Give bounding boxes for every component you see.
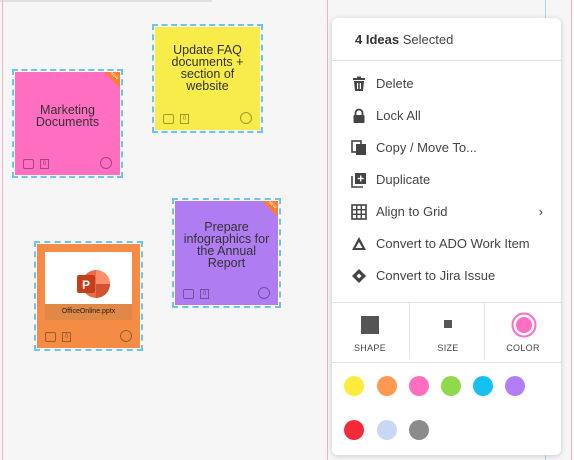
tool-divider [409, 303, 410, 359]
color-swatch-red[interactable] [344, 420, 364, 440]
duplicate-icon [351, 173, 366, 188]
sticky-note-infographics[interactable]: NEW Prepare infographics for the Annual … [172, 198, 281, 308]
comment-icon[interactable] [23, 159, 34, 169]
trash-icon [353, 76, 365, 91]
canvas-guide-line [571, 0, 572, 460]
sticky-note-faq[interactable]: Update FAQ documents + section of websit… [152, 24, 263, 133]
menu-item-copy-move[interactable]: Copy / Move To... [332, 132, 561, 164]
tool-divider [484, 303, 485, 359]
new-badge-label: NEW [267, 199, 278, 210]
selected-label: Selected [402, 32, 454, 47]
square-icon [361, 316, 379, 334]
check-circle-icon[interactable] [258, 287, 270, 299]
file-preview: P [45, 252, 132, 304]
menu-divider [332, 362, 561, 363]
size-tool-button[interactable]: SIZE [410, 303, 486, 359]
menu-item-lock-all[interactable]: Lock All [332, 100, 561, 132]
grid-icon [351, 204, 367, 220]
menu-item-label: Convert to ADO Work Item [376, 236, 530, 251]
comment-icon[interactable] [183, 289, 194, 299]
comment-count: 0 [40, 159, 49, 169]
color-swatch-gray[interactable] [409, 420, 429, 440]
ado-icon [352, 237, 366, 250]
new-badge-icon: NEW [262, 199, 278, 217]
color-swatch-purple[interactable] [505, 376, 525, 396]
file-name: OfficeOnline.pptx [45, 304, 132, 320]
tool-label: SIZE [437, 343, 459, 353]
color-swatch-light-blue[interactable] [377, 420, 397, 440]
shape-tool-button[interactable]: SHAPE [332, 303, 408, 359]
menu-item-label: Copy / Move To... [376, 140, 477, 155]
color-swatch-blue[interactable] [473, 376, 493, 396]
check-circle-icon[interactable] [100, 157, 112, 169]
menu-item-align-grid[interactable]: Align to Grid › [332, 196, 561, 228]
color-palette [332, 362, 561, 455]
new-badge-icon: NEW [104, 70, 120, 88]
color-swatch-orange[interactable] [377, 376, 397, 396]
comment-count: 0 [62, 332, 71, 342]
canvas-guide-line [327, 0, 328, 460]
menu-item-label: Convert to Jira Issue [376, 268, 496, 283]
color-tool-button[interactable]: COLOR [485, 303, 561, 359]
comment-count: 0 [200, 289, 209, 299]
menu-item-convert-ado[interactable]: Convert to ADO Work Item [332, 228, 561, 260]
comment-icon[interactable] [163, 114, 174, 124]
copy-icon [351, 140, 366, 155]
comment-count: 0 [180, 114, 189, 124]
menu-divider [332, 302, 561, 303]
chevron-right-icon: › [538, 204, 543, 219]
color-swatch-pink[interactable] [409, 376, 429, 396]
comment-icon[interactable] [45, 332, 56, 342]
menu-item-delete[interactable]: Delete [332, 68, 561, 100]
color-circle-icon [511, 312, 537, 338]
file-card-office[interactable]: P OfficeOnline.pptx 0 [34, 241, 143, 351]
tool-label: SHAPE [353, 343, 386, 353]
powerpoint-logo-icon: P [77, 270, 110, 298]
note-text: Marketing Documents [35, 103, 100, 129]
note-text: Update FAQ documents + section of websit… [171, 43, 244, 93]
jira-icon [352, 269, 366, 283]
lock-icon [353, 108, 365, 123]
menu-header: 4 Ideas Selected [355, 32, 453, 47]
tool-label: COLOR [506, 343, 540, 353]
menu-item-label: Delete [376, 76, 414, 91]
menu-item-convert-jira[interactable]: Convert to Jira Issue [332, 260, 561, 292]
menu-item-duplicate[interactable]: Duplicate [332, 164, 561, 196]
menu-divider [332, 60, 561, 61]
check-circle-icon[interactable] [240, 112, 252, 124]
top-divider [0, 0, 212, 2]
menu-item-label: Duplicate [376, 172, 431, 187]
color-swatch-green[interactable] [441, 376, 461, 396]
menu-item-label: Lock All [376, 108, 421, 123]
canvas-guide-line [2, 0, 3, 460]
check-circle-icon[interactable] [120, 330, 132, 342]
sticky-note-marketing[interactable]: NEW Marketing Documents 0 [12, 69, 123, 178]
menu-item-label: Align to Grid [376, 204, 448, 219]
small-square-icon [444, 320, 452, 328]
new-badge-label: NEW [109, 70, 120, 81]
svg-text:P: P [82, 278, 90, 292]
note-text: Prepare infographics for the Annual Repo… [183, 220, 270, 270]
color-swatch-yellow[interactable] [344, 376, 364, 396]
selected-count: 4 Ideas [355, 32, 400, 47]
